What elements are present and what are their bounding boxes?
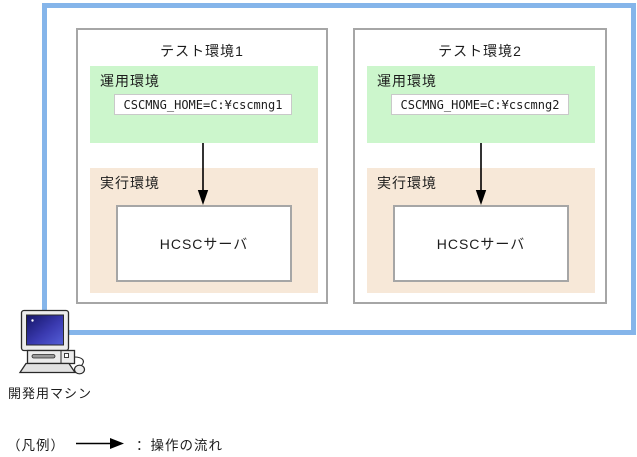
- test-environment-1-box: テスト環境1 運用環境 CSCMNG_HOME=C:¥cscmng1 実行環境 …: [76, 28, 328, 304]
- execution-environment-label-2: 実行環境: [377, 175, 437, 191]
- flow-arrow-icon: [475, 143, 487, 205]
- development-machine-label: 開発用マシン: [8, 386, 93, 401]
- desktop-computer-icon: [18, 309, 86, 375]
- cscmng-home-setting-2: CSCMNG_HOME=C:¥cscmng2: [391, 94, 569, 115]
- hcsc-server-box-1: HCSCサーバ: [116, 205, 292, 282]
- operation-environment-band-2: 運用環境 CSCMNG_HOME=C:¥cscmng2: [367, 66, 595, 143]
- operation-environment-label-2: 運用環境: [377, 73, 437, 89]
- test-environment-1-title: テスト環境1: [160, 43, 244, 59]
- execution-environment-band-1: 実行環境 HCSCサーバ: [90, 168, 318, 293]
- operation-environment-label-1: 運用環境: [100, 73, 160, 89]
- execution-environment-label-1: 実行環境: [100, 175, 160, 191]
- hcsc-server-box-2: HCSCサーバ: [393, 205, 569, 282]
- legend-title: （凡例）: [7, 438, 65, 453]
- legend-arrow-meaning: ：操作の流れ: [136, 438, 223, 453]
- cscmng-home-setting-1: CSCMNG_HOME=C:¥cscmng1: [114, 94, 292, 115]
- flow-arrow-icon: [197, 143, 209, 205]
- test-environment-2-title: テスト環境2: [438, 43, 522, 59]
- operation-environment-band-1: 運用環境 CSCMNG_HOME=C:¥cscmng1: [90, 66, 318, 143]
- legend-arrow-icon: [76, 438, 124, 449]
